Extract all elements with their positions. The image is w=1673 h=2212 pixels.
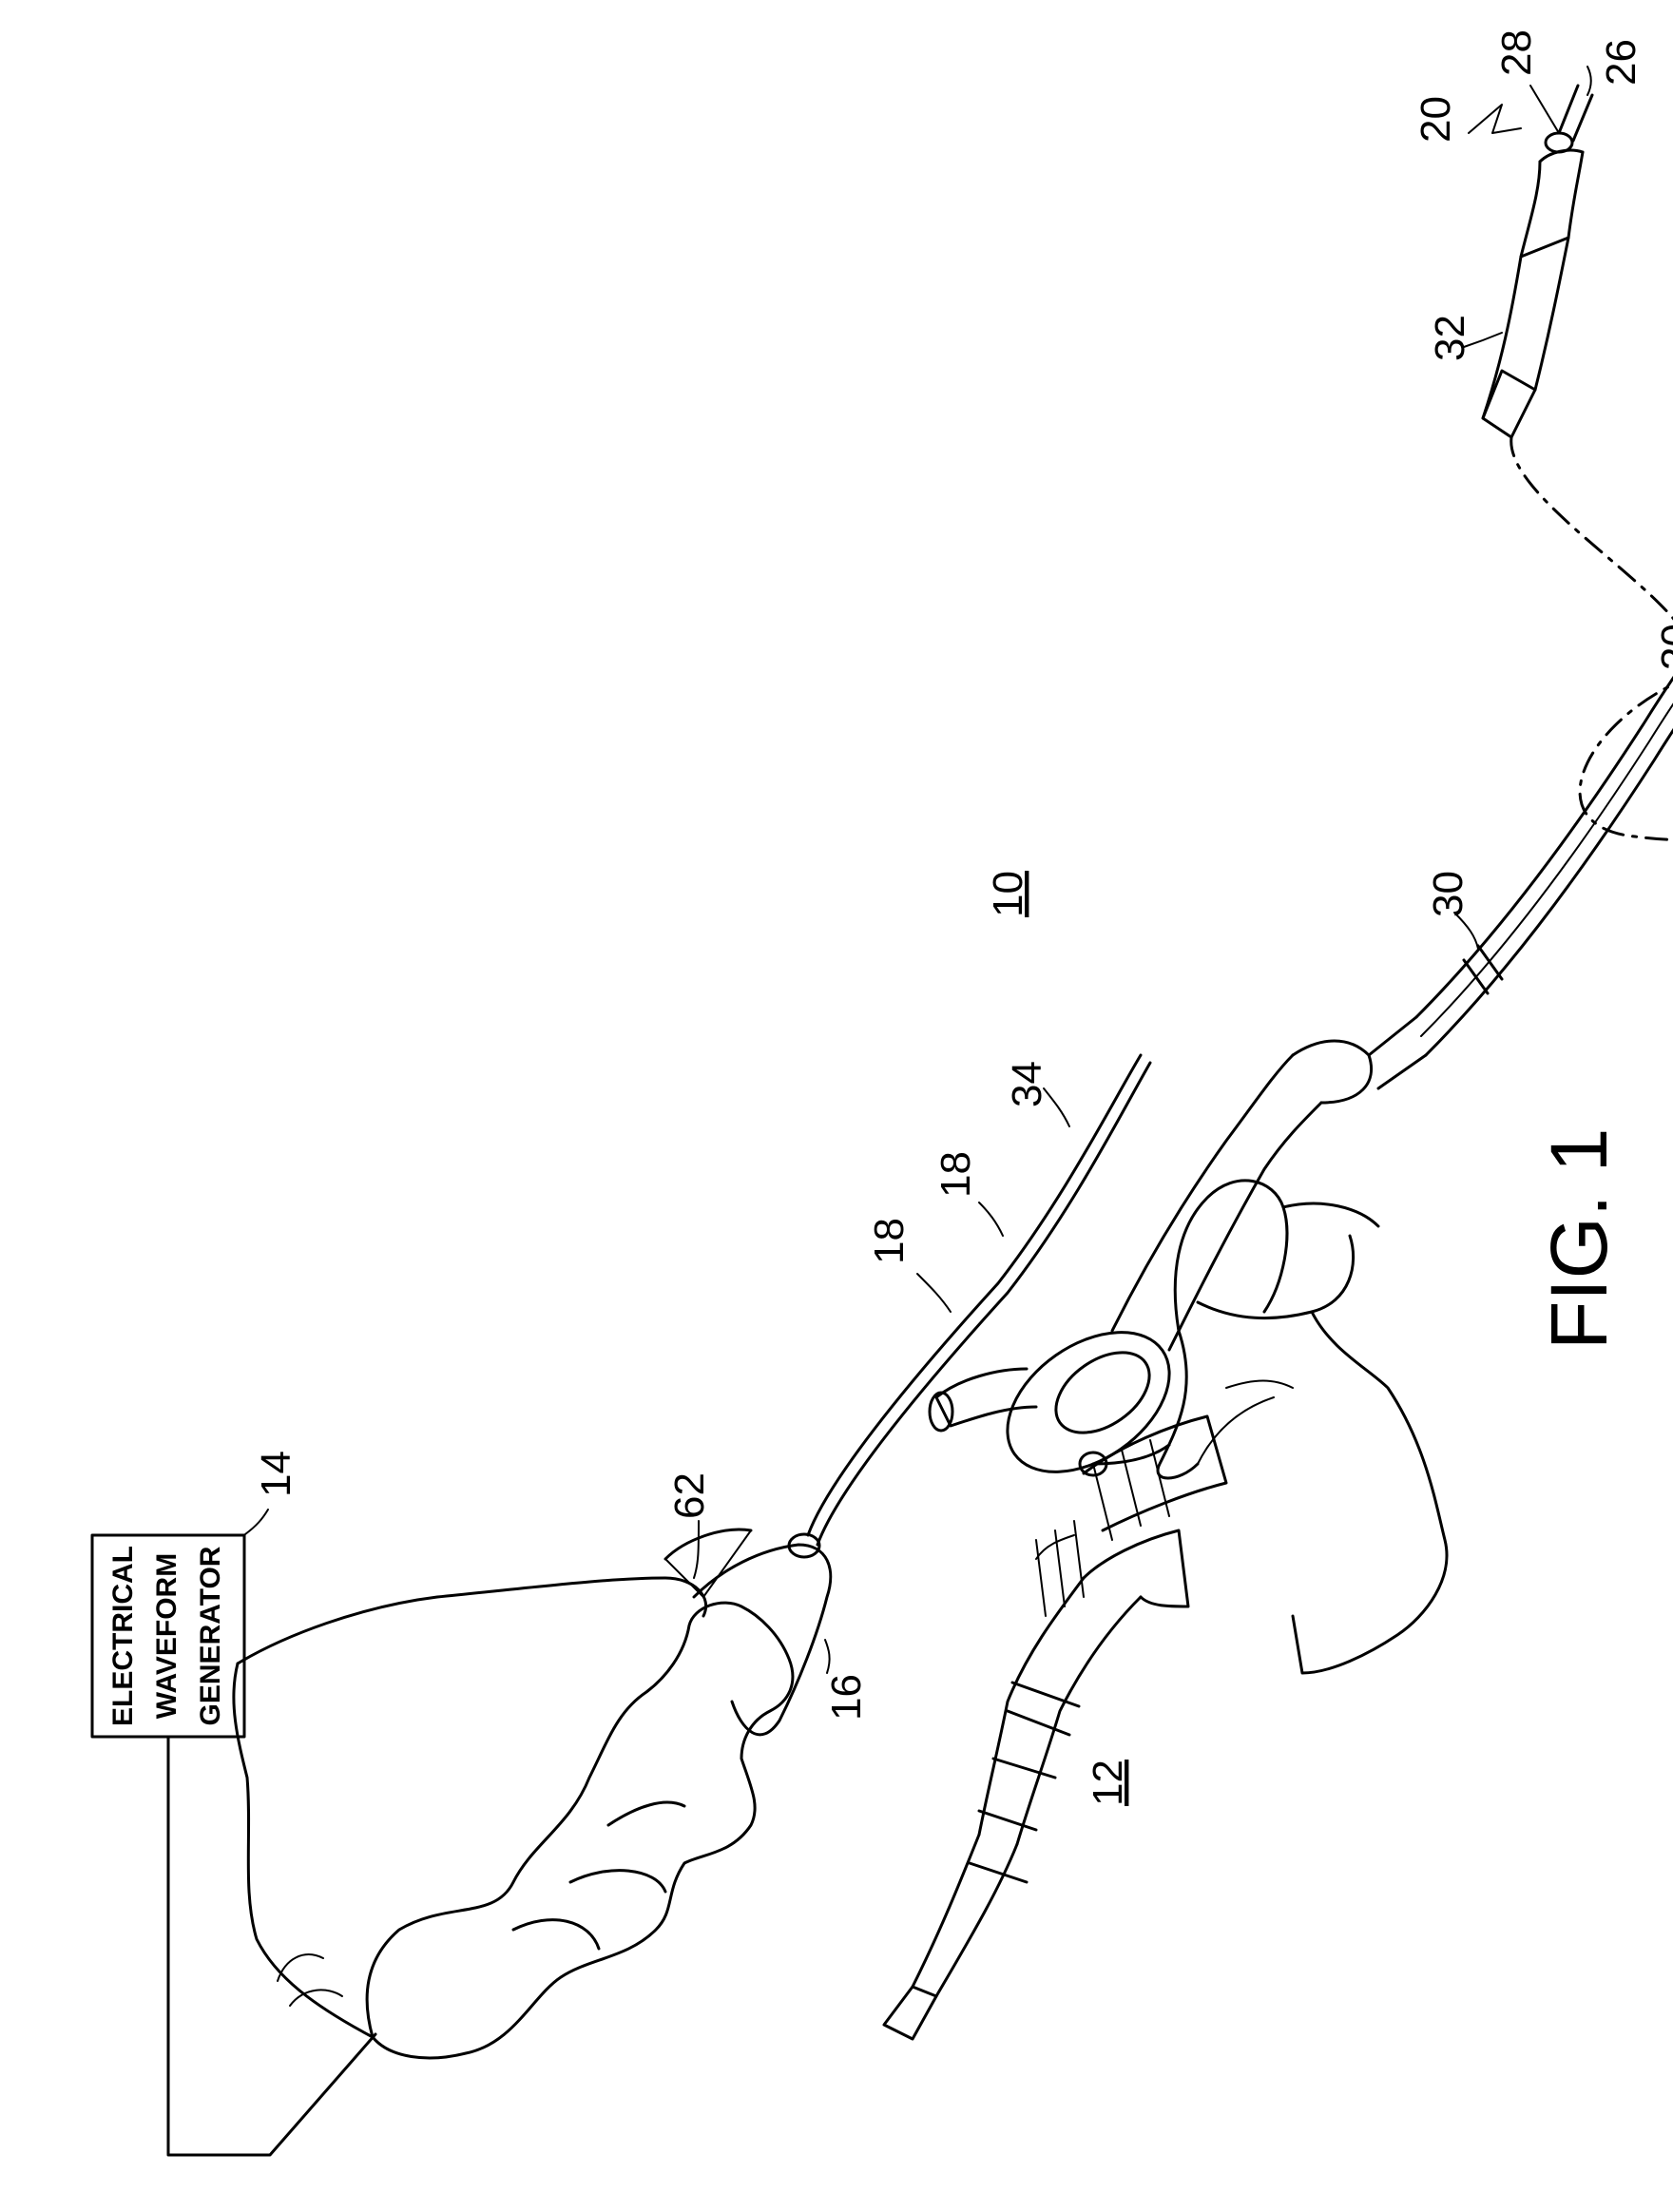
generator-cable [168, 1738, 375, 2155]
ref-12: 12 [1085, 1760, 1131, 1806]
leader-28 [1530, 86, 1559, 133]
leader-16 [825, 1640, 830, 1673]
ref-10: 10 [985, 871, 1031, 917]
leader-26 [1587, 67, 1591, 95]
generator-label-line1: ELECTRICAL [107, 1546, 139, 1726]
generator-box: ELECTRICAL WAVEFORM GENERATOR [92, 1535, 244, 1737]
leader-20 [1469, 105, 1521, 133]
wires-18 [808, 1055, 1150, 1545]
ref-14: 14 [253, 1451, 299, 1497]
generator-leader [245, 1510, 268, 1534]
generator-label-line2: WAVEFORM [151, 1553, 183, 1719]
figure-label: FIG. 1 [1534, 1128, 1624, 1350]
ref-18-b: 18 [933, 1151, 979, 1198]
ref-32: 32 [1427, 315, 1473, 361]
right-hand [1158, 1181, 1447, 1673]
leader-18-b [979, 1202, 1003, 1236]
left-hand [234, 1578, 793, 2058]
ref-16: 16 [823, 1674, 870, 1721]
tube-continuation [1511, 437, 1673, 840]
ref-28: 28 [1493, 29, 1540, 76]
ref-34: 34 [1004, 1061, 1050, 1107]
ref-18-a: 18 [866, 1218, 913, 1264]
ref-30-a: 30 [1425, 871, 1471, 917]
handle-16 [665, 1529, 831, 1735]
ref-20: 20 [1413, 96, 1459, 143]
generator-label-line3: GENERATOR [195, 1546, 226, 1725]
distal-tip [1483, 86, 1592, 437]
ref-30-b: 30 [1653, 624, 1673, 670]
ref-26: 26 [1598, 39, 1644, 86]
insertion-tube [1416, 542, 1673, 1055]
leader-62 [694, 1521, 699, 1578]
leader-18-a [917, 1274, 951, 1312]
ref-62: 62 [666, 1472, 713, 1519]
